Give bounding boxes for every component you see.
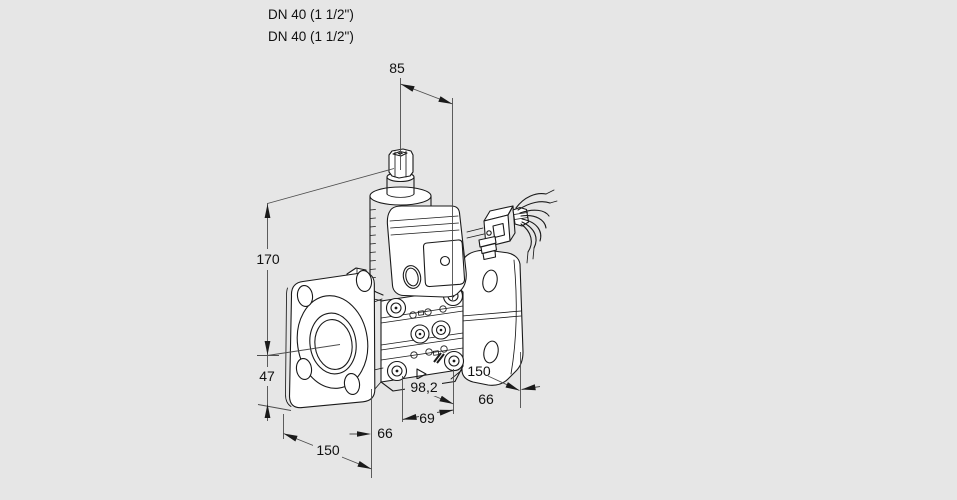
dim-170: 170 <box>252 168 395 421</box>
extension-line <box>267 168 395 204</box>
cover-vent-lines <box>389 215 460 236</box>
actuator-cap <box>388 148 414 179</box>
dim-47-label: 47 <box>259 368 275 384</box>
valve-body <box>346 267 465 392</box>
dim-150-left-label: 150 <box>316 442 340 458</box>
flow-direction-arrow <box>416 368 427 380</box>
dim-85-label: 85 <box>389 60 405 76</box>
extension-line <box>402 369 454 422</box>
left-flange <box>285 269 376 409</box>
body-screws <box>409 305 448 359</box>
cover-label-plate <box>422 239 466 288</box>
dim-66-right: 66 <box>478 384 541 407</box>
dim-170-label: 170 <box>256 251 280 267</box>
cable-plug <box>466 189 558 264</box>
dim-98-2-label: 98,2 <box>410 379 437 395</box>
hatch-mark <box>433 352 445 364</box>
product-labels: DN 40 (1 1/2") DN 40 (1 1/2") <box>268 7 354 44</box>
flange-bore-outer <box>309 312 357 375</box>
dim-66-right-label: 66 <box>478 391 494 407</box>
dim-150-left: 150 <box>283 389 372 478</box>
dim-98-2: 98,2 <box>405 379 454 405</box>
extension-line <box>400 78 453 300</box>
cable-wires <box>515 189 558 264</box>
extension-line <box>257 404 292 411</box>
flange-bore-inner <box>314 319 353 370</box>
front-cover <box>386 205 467 298</box>
dim-47: 47 <box>255 367 292 418</box>
extension-line <box>283 389 372 478</box>
pressure-ports <box>410 320 451 344</box>
dim-66-bottom-label: 66 <box>377 425 393 441</box>
dim-66-bottom: 66 <box>349 425 393 441</box>
dn-label-2: DN 40 (1 1/2") <box>268 29 354 44</box>
flange-bolt-holes <box>295 269 373 396</box>
plug-screw <box>486 230 492 236</box>
dn-label-1: DN 40 (1 1/2") <box>268 7 354 22</box>
coil-nut <box>478 235 498 261</box>
dim-69: 69 <box>402 369 454 426</box>
dim-150-right: 150 <box>467 352 521 408</box>
valve-isometric-drawing <box>285 148 558 409</box>
coil-ribs <box>369 209 376 279</box>
dim-150-right-label: 150 <box>467 363 491 379</box>
right-flange <box>450 249 524 386</box>
cover-screw <box>439 255 451 267</box>
gland-nut <box>512 206 530 227</box>
dimensions: 85 170 47 150 <box>252 60 541 478</box>
dim-85: 85 <box>389 60 453 300</box>
dim-69-label: 69 <box>419 410 435 426</box>
flange-raised-face <box>296 295 369 389</box>
